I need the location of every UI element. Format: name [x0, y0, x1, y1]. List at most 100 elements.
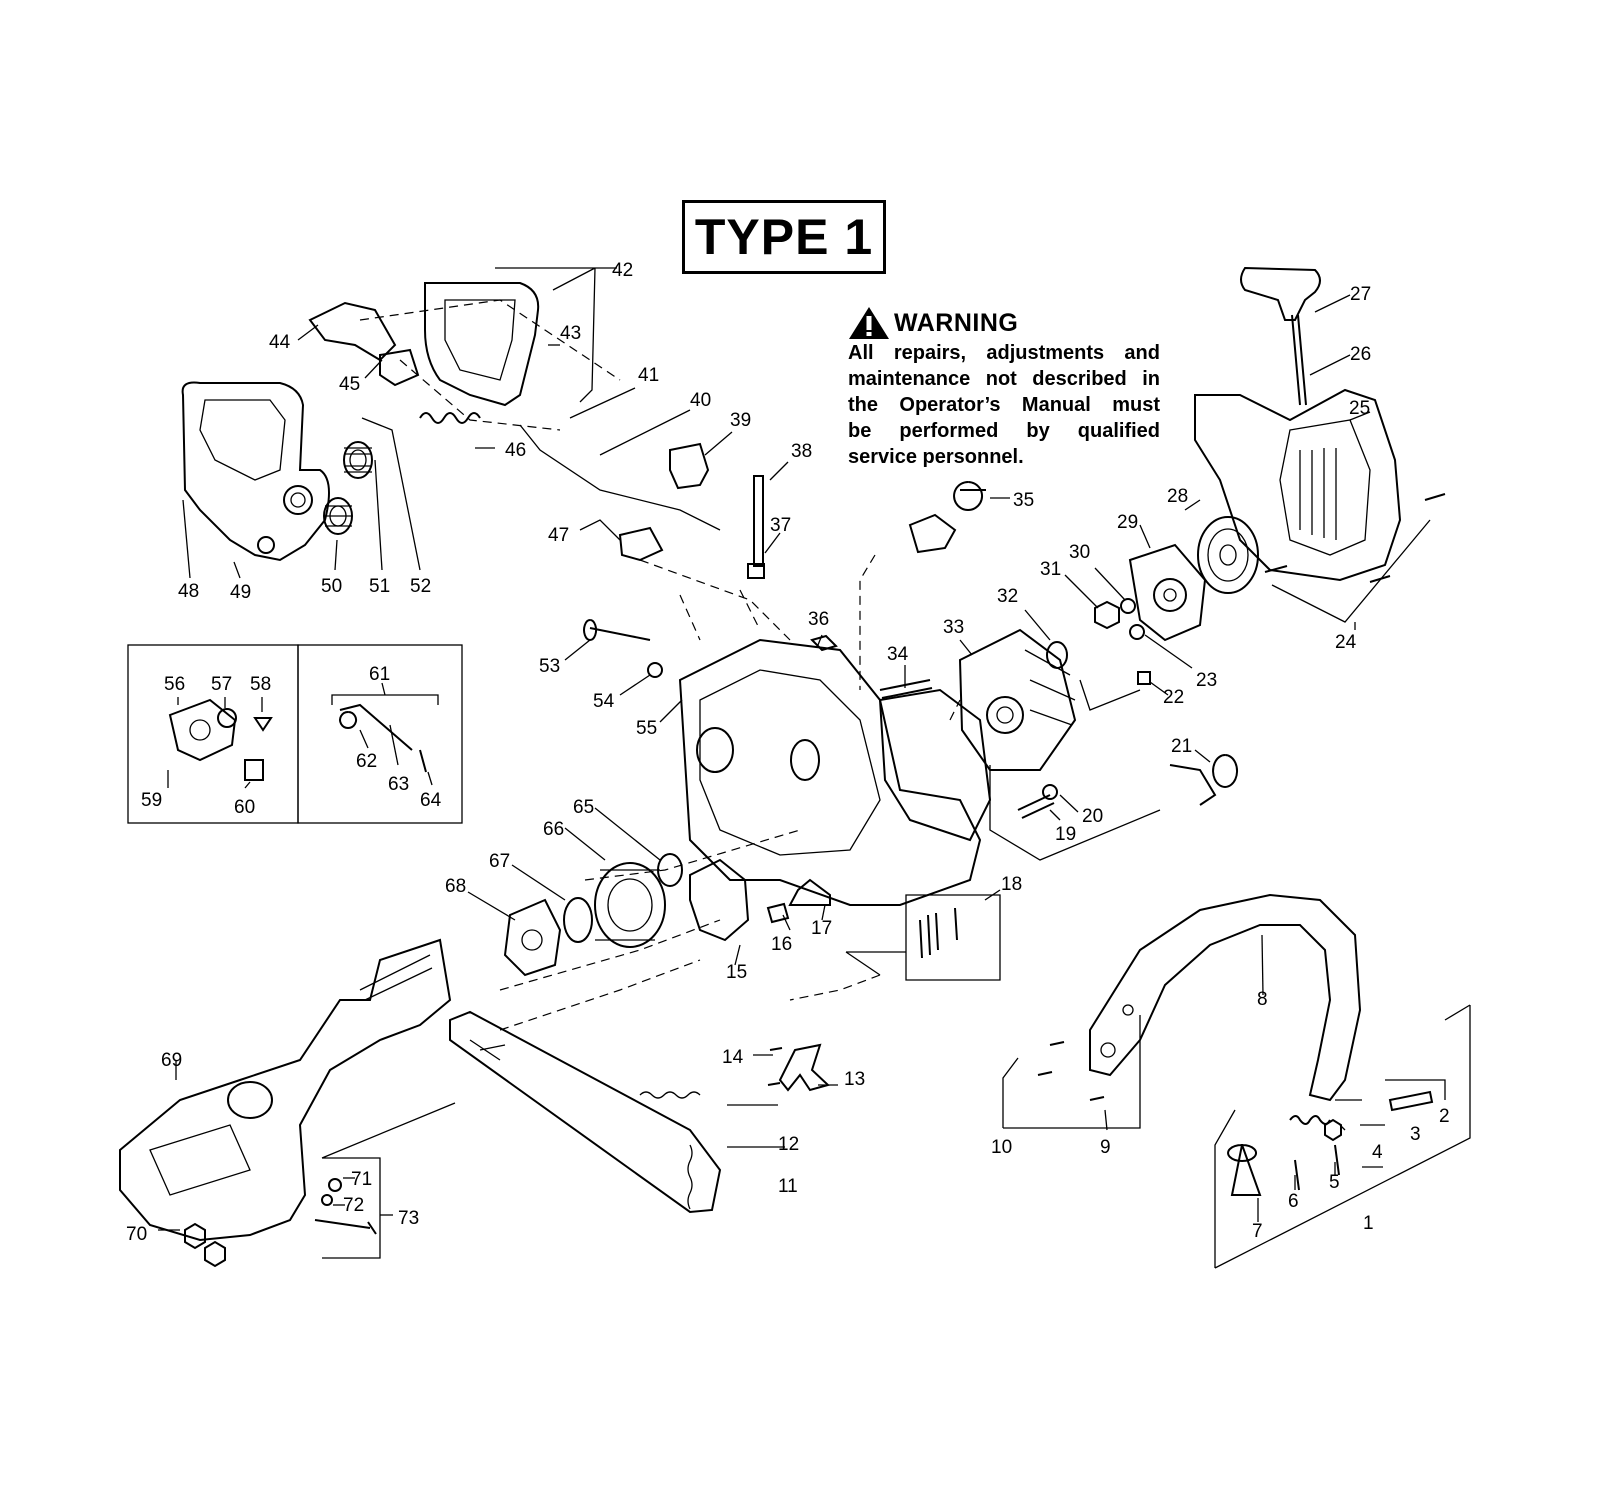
part-13 [778, 1043, 830, 1092]
latch-45 [379, 348, 420, 387]
warning-line-3: the Operator’s Manual must [848, 394, 1160, 416]
clutch-drum-66 [594, 862, 666, 948]
rod-38 [753, 475, 764, 567]
callout-26: 26 [1350, 344, 1371, 365]
washer-67 [563, 897, 593, 943]
nut-31 [1094, 600, 1120, 630]
plate-15 [689, 858, 750, 942]
warning-line-1: All repairs, adjustments and [848, 342, 1160, 364]
callout-35: 35 [1013, 490, 1034, 511]
rewind-spring-28 [1197, 516, 1259, 594]
callout-54: 54 [593, 691, 615, 712]
callout-34: 34 [887, 644, 909, 665]
alignment-lines [359, 299, 961, 1031]
pins-18 [919, 907, 958, 959]
callout-72: 72 [343, 1195, 364, 1216]
callout-73: 73 [398, 1208, 419, 1229]
callout-63: 63 [388, 774, 409, 795]
callout-36: 36 [808, 609, 829, 630]
callout-68: 68 [445, 876, 466, 897]
warning-line-5: service personnel. [848, 446, 1024, 468]
callout-labels: 1 2 3 4 5 6 7 8 9 10 11 12 13 14 15 16 1… [126, 260, 1450, 1245]
callout-28: 28 [1167, 486, 1188, 507]
callout-45: 45 [339, 374, 360, 395]
group-brackets [321, 267, 1471, 1269]
callout-59: 59 [141, 790, 162, 811]
callout-15: 15 [726, 962, 747, 983]
callout-33: 33 [943, 617, 964, 638]
warning-title: WARNING [894, 308, 1019, 337]
flywheel-33 [958, 628, 1077, 771]
callout-5: 5 [1329, 1172, 1340, 1193]
plate-2 [1388, 1090, 1434, 1112]
callout-7: 7 [1252, 1221, 1263, 1242]
callout-8: 8 [1257, 989, 1268, 1010]
starter-pulley-29 [1128, 543, 1207, 642]
callout-67: 67 [489, 851, 510, 872]
callout-39: 39 [730, 410, 751, 431]
callout-18: 18 [1001, 874, 1022, 895]
warning-line-4: be performed by qualified [848, 420, 1160, 442]
type-title: TYPE 1 [694, 209, 874, 265]
callout-55: 55 [636, 718, 657, 739]
guide-bar-12 [449, 1010, 722, 1214]
front-handle-8 [1089, 893, 1362, 1102]
callout-37: 37 [770, 515, 791, 536]
callout-21: 21 [1171, 736, 1192, 757]
saw-chain-11 [639, 1091, 701, 1210]
callout-10: 10 [991, 1137, 1012, 1158]
starter-housing-25 [1194, 388, 1402, 582]
callout-19: 19 [1055, 824, 1076, 845]
callout-41: 41 [638, 365, 659, 386]
warning-line-2: maintenance not described in [848, 368, 1160, 390]
cylinder-housing [878, 688, 992, 842]
callout-11: 11 [778, 1176, 798, 1197]
warning-heading-row: WARNING [848, 306, 1160, 340]
block-47 [618, 526, 664, 562]
callout-57: 57 [211, 674, 232, 695]
callout-12: 12 [778, 1134, 799, 1155]
callout-24: 24 [1335, 632, 1357, 653]
callout-13: 13 [844, 1069, 865, 1090]
pin-53 [583, 619, 651, 641]
pin-37 [747, 563, 765, 579]
callout-56: 56 [164, 674, 185, 695]
callout-46: 46 [505, 440, 526, 461]
callout-17: 17 [811, 918, 832, 939]
callout-20: 20 [1082, 806, 1103, 827]
lever-44 [308, 301, 397, 362]
callout-49: 49 [230, 582, 251, 603]
rear-handle-part [181, 381, 330, 562]
callout-4: 4 [1372, 1142, 1383, 1163]
inset-panels [127, 644, 463, 824]
washer-32 [1046, 641, 1068, 669]
callout-43: 43 [560, 323, 581, 344]
handle-guard-part [424, 282, 540, 407]
callout-65: 65 [573, 797, 594, 818]
callout-64: 64 [420, 790, 442, 811]
callout-32: 32 [997, 586, 1018, 607]
inset-panel-right [297, 644, 463, 824]
ignition-module [908, 513, 957, 554]
spring-50 [323, 497, 353, 535]
callout-30: 30 [1069, 542, 1090, 563]
callout-60: 60 [234, 797, 255, 818]
callout-61: 61 [369, 664, 390, 685]
crankcase-55 [678, 638, 982, 906]
callout-3: 3 [1410, 1124, 1421, 1145]
callout-47: 47 [548, 525, 569, 546]
callout-31: 31 [1040, 559, 1061, 580]
callout-23: 23 [1196, 670, 1217, 691]
callout-52: 52 [410, 576, 431, 597]
callout-50: 50 [321, 576, 342, 597]
callout-25: 25 [1349, 398, 1370, 419]
spring-51 [343, 441, 373, 479]
bolt-73 [314, 1219, 377, 1235]
callout-27: 27 [1350, 284, 1371, 305]
starter-grip-27 [1240, 266, 1321, 321]
part-shapes [119, 266, 1446, 1268]
callout-1: 1 [1363, 1213, 1374, 1234]
callout-42: 42 [612, 260, 633, 281]
warning-triangle-icon [849, 307, 889, 339]
